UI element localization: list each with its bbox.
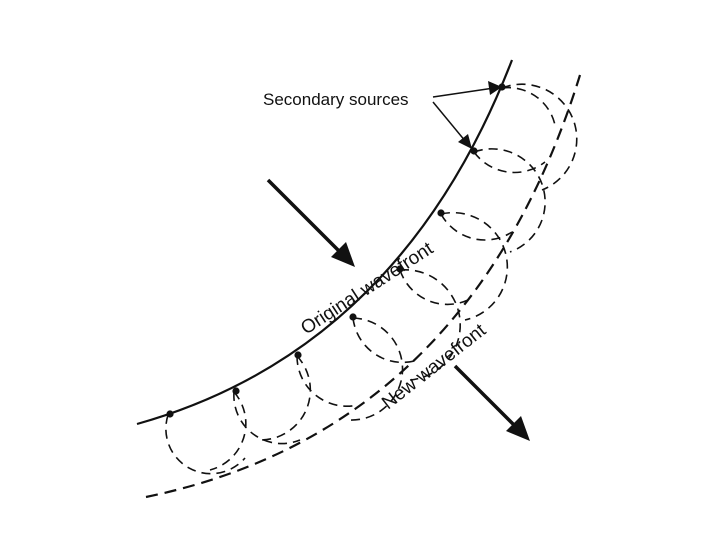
incoming-arrow-shaft	[266, 178, 342, 254]
source-dot	[396, 265, 404, 273]
source-dot	[166, 410, 174, 418]
secondary-sources-pointers	[432, 81, 502, 149]
source-dot	[232, 387, 240, 395]
source-dot	[437, 209, 445, 217]
source-dot	[470, 147, 478, 155]
wavelet-7	[473, 148, 546, 253]
incoming-direction-arrow	[266, 178, 355, 267]
wavelet-8	[501, 83, 578, 191]
pointer-arrowhead-lower	[458, 134, 472, 149]
original-wavefront-label: Original wavefront	[297, 238, 437, 339]
source-dot	[294, 351, 302, 359]
outgoing-direction-arrow	[453, 364, 530, 441]
original-wavefront-curve	[136, 59, 514, 426]
outgoing-arrowhead	[506, 416, 530, 441]
source-dot	[349, 313, 357, 321]
secondary-wavelets	[165, 83, 578, 475]
wavelet-3	[259, 355, 359, 441]
pointer-line-upper	[432, 87, 495, 98]
pointer-line-lower	[432, 101, 467, 143]
new-wavefront-curve	[145, 74, 582, 499]
wavelet-4	[349, 317, 419, 421]
wavelet-1	[165, 414, 246, 475]
wavelet-2	[209, 391, 301, 471]
new-wavefront-label: New wavefront	[378, 320, 491, 414]
incoming-arrowhead	[331, 242, 355, 267]
outgoing-arrow-shaft	[453, 364, 517, 428]
secondary-sources-label: Secondary sources	[263, 90, 409, 109]
pointer-arrowhead-upper	[488, 81, 502, 95]
